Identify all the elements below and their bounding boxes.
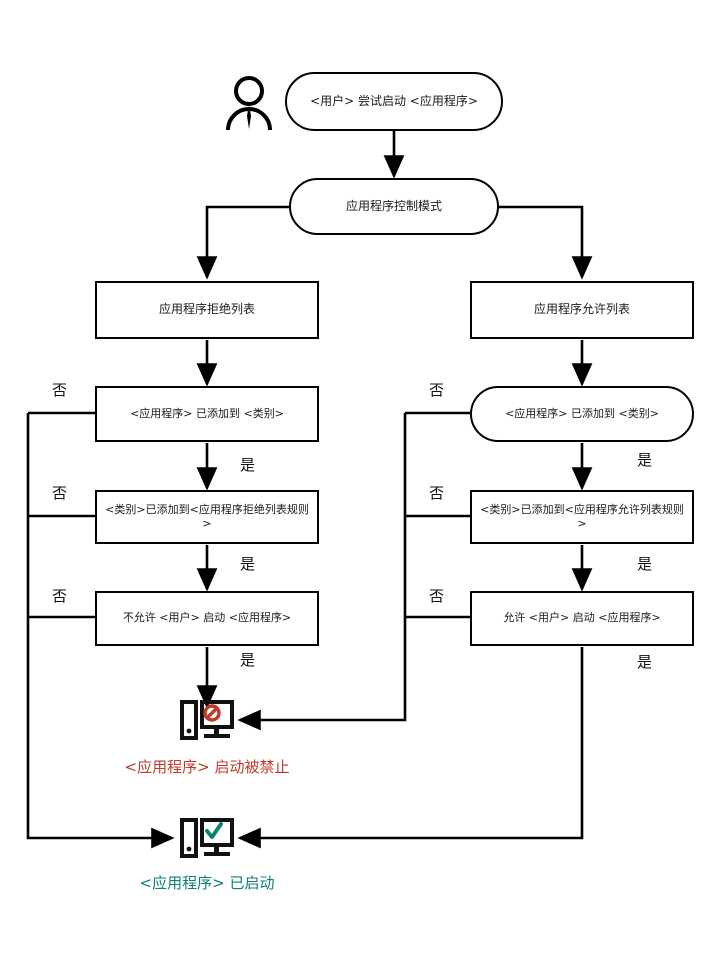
- node-deny-category-rule-label: <类别>已添加到<应用程序拒绝列表规则>: [105, 502, 309, 530]
- edge-label-left-no-3: 否: [52, 587, 68, 605]
- node-allow-start[interactable]: 允许 <用户> 启动 <应用程序>: [470, 591, 694, 646]
- edge-mode-to-denylist: [196, 205, 289, 280]
- computer-blocked-icon: [180, 700, 234, 748]
- node-control-mode[interactable]: 应用程序控制模式: [289, 178, 499, 235]
- node-allow-app-in-category[interactable]: <应用程序> 已添加到 <类别>: [470, 386, 694, 442]
- node-deny-app-in-category[interactable]: <应用程序> 已添加到 <类别>: [95, 386, 319, 442]
- person-icon: [226, 76, 272, 131]
- edge-label-right-yes-2: 是: [637, 555, 653, 573]
- edge-right-rail-to-blocked: [237, 413, 407, 731]
- node-denylist[interactable]: 应用程序拒绝列表: [95, 281, 319, 339]
- edge-label-left-yes-3: 是: [240, 651, 256, 669]
- result-label-blocked: <应用程序> 启动被禁止: [124, 758, 290, 776]
- node-deny-start-label: 不允许 <用户> 启动 <应用程序>: [122, 611, 292, 625]
- edge-label-right-no-2: 否: [429, 484, 445, 502]
- edge-mode-to-allowlist: [499, 205, 593, 280]
- edge-label-left-no-2: 否: [52, 484, 68, 502]
- computer-allowed-icon: [180, 818, 234, 866]
- edge-label-left-yes-1: 是: [240, 456, 256, 474]
- node-denylist-label: 应用程序拒绝列表: [158, 302, 255, 317]
- edge-label-right-yes-1: 是: [637, 451, 653, 469]
- edge-label-right-no-3: 否: [429, 587, 445, 605]
- node-control-mode-label: 应用程序控制模式: [345, 198, 442, 213]
- edge-label-left-yes-2: 是: [240, 555, 256, 573]
- node-start-label: <用户> 尝试启动 <应用程序>: [310, 93, 478, 108]
- node-allow-app-in-category-label: <应用程序> 已添加到 <类别>: [505, 406, 659, 420]
- edge-label-right-no-1: 否: [429, 381, 445, 399]
- edge-label-left-no-1: 否: [52, 381, 68, 399]
- node-allow-category-rule[interactable]: <类别>已添加到<应用程序允许列表规则>: [470, 490, 694, 544]
- node-deny-category-rule[interactable]: <类别>已添加到<应用程序拒绝列表规则>: [95, 490, 319, 544]
- node-allowlist[interactable]: 应用程序允许列表: [470, 281, 694, 339]
- node-deny-app-in-category-label: <应用程序> 已添加到 <类别>: [130, 406, 284, 420]
- node-allowlist-label: 应用程序允许列表: [533, 302, 630, 317]
- user-actor: [222, 72, 276, 136]
- node-start[interactable]: <用户> 尝试启动 <应用程序>: [285, 72, 503, 131]
- node-deny-start[interactable]: 不允许 <用户> 启动 <应用程序>: [95, 591, 319, 646]
- edge-allow-to-started: [237, 647, 584, 849]
- result-label-started: <应用程序> 已启动: [139, 874, 275, 892]
- node-allow-category-rule-label: <类别>已添加到<应用程序允许列表规则>: [480, 502, 684, 530]
- node-allow-start-label: 允许 <用户> 启动 <应用程序>: [503, 611, 661, 625]
- edge-label-right-yes-3: 是: [637, 653, 653, 671]
